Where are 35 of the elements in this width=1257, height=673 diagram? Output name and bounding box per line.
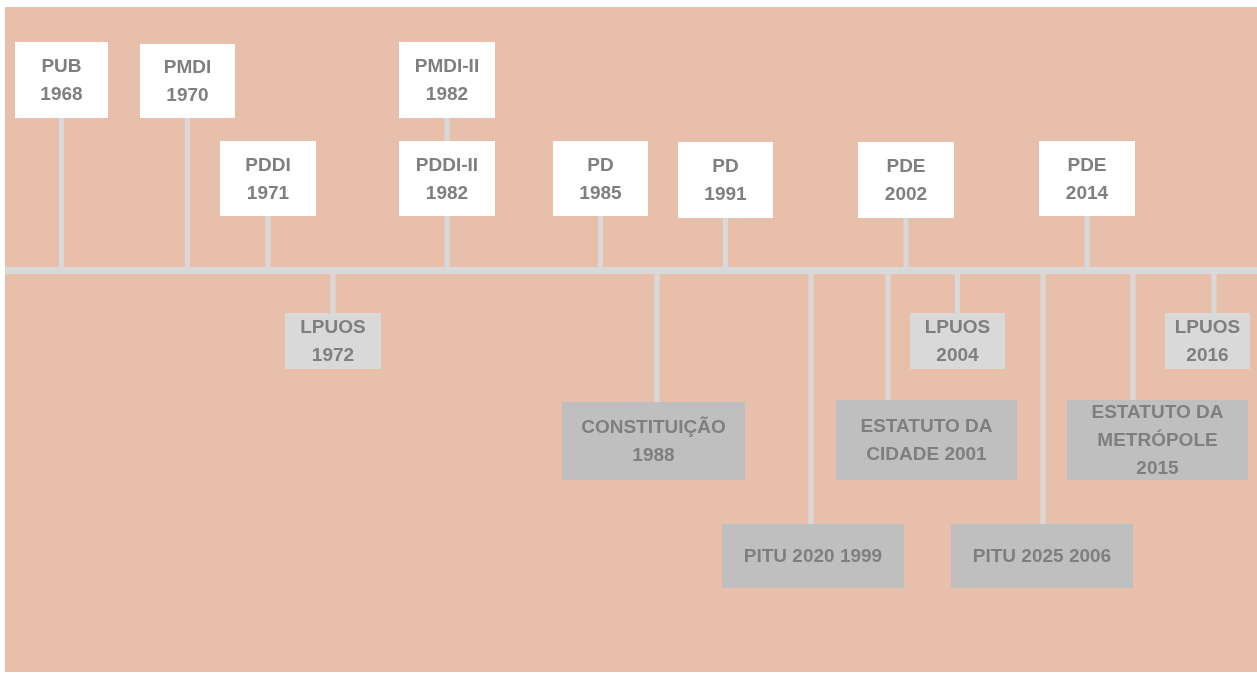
connector-line — [1130, 274, 1136, 400]
plan-box: PDE 2002 — [858, 142, 954, 218]
connector-line — [885, 274, 891, 400]
connector-line — [444, 118, 450, 141]
connector-line — [185, 118, 190, 267]
plan-box: PUB 1968 — [15, 42, 108, 118]
connector-line — [808, 274, 814, 524]
milestone-box: ESTATUTO DA CIDADE 2001 — [836, 400, 1017, 480]
connector-line — [654, 274, 660, 402]
plan-box: PDDI-II 1982 — [399, 141, 495, 216]
connector-line — [330, 274, 336, 313]
connector-line — [265, 216, 271, 267]
connector-line — [1211, 274, 1217, 313]
connector-line — [723, 218, 728, 267]
milestone-box: ESTATUTO DA METRÓPOLE 2015 — [1067, 400, 1248, 480]
plan-box: PD 1985 — [553, 141, 648, 216]
plan-box: PD 1991 — [678, 142, 773, 218]
connector-line — [59, 118, 64, 267]
milestone-box: PITU 2020 1999 — [722, 524, 904, 588]
connector-line — [598, 216, 603, 267]
connector-line — [955, 274, 960, 313]
connector-line — [444, 216, 450, 267]
law-box: LPUOS 1972 — [285, 313, 381, 369]
timeline-axis — [5, 267, 1257, 274]
connector-line — [1040, 274, 1046, 524]
milestone-box: CONSTITUIÇÃO 1988 — [562, 402, 745, 480]
law-box: LPUOS 2004 — [910, 313, 1005, 369]
plan-box: PDDI 1971 — [220, 141, 316, 216]
plan-box: PDE 2014 — [1039, 141, 1135, 216]
plan-box: PMDI 1970 — [140, 44, 235, 118]
milestone-box: PITU 2025 2006 — [951, 524, 1133, 588]
law-box: LPUOS 2016 — [1165, 313, 1250, 369]
plan-box: PMDI-II 1982 — [399, 42, 495, 118]
connector-line — [903, 218, 909, 267]
connector-line — [1084, 216, 1090, 267]
